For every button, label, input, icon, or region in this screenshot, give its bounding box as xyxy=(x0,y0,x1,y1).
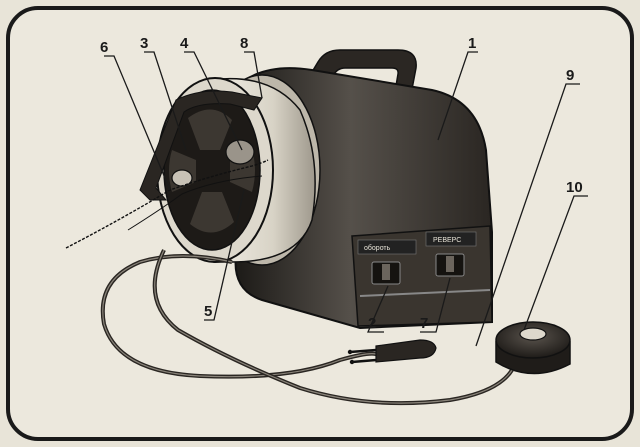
axle xyxy=(225,139,255,165)
switch-plate-right xyxy=(425,231,477,247)
panel-rail xyxy=(359,289,491,297)
callout-8: 8 xyxy=(240,35,248,52)
leader-3 xyxy=(144,51,187,151)
callout-9: 9 xyxy=(566,67,574,84)
callout-3: 3 xyxy=(140,35,148,52)
plug-pin-tip-1 xyxy=(347,349,353,355)
speed-switch-lever xyxy=(382,264,390,280)
wire-strand xyxy=(65,159,269,249)
leader-8 xyxy=(244,51,263,99)
pedal-cord-highlight xyxy=(154,249,513,404)
callout-5: 5 xyxy=(204,303,212,320)
power-plug xyxy=(375,339,437,363)
switch-label-right: РЕВЕРС xyxy=(433,237,461,244)
spool-window-bottom xyxy=(190,192,234,233)
callout-7: 7 xyxy=(420,315,428,332)
spool-window-top xyxy=(188,109,232,150)
leader-1 xyxy=(437,51,478,141)
power-cord-highlight xyxy=(102,255,377,378)
leader-7 xyxy=(420,277,451,333)
switch-label-left: обороть xyxy=(364,244,391,252)
leader-4 xyxy=(184,51,243,151)
plug-pin-tip-2 xyxy=(349,359,355,365)
foot-pedal-button xyxy=(519,327,547,341)
switch-plate-left xyxy=(357,239,417,255)
leader-lines xyxy=(104,51,588,347)
callout-1: 1 xyxy=(468,35,476,52)
callout-4: 4 xyxy=(180,35,189,52)
leader-5 xyxy=(204,189,245,321)
plug-pin-2 xyxy=(351,358,377,364)
wire-strand-2 xyxy=(127,175,263,231)
callout-10: 10 xyxy=(566,179,583,196)
leader-6 xyxy=(104,55,171,191)
callout-6: 6 xyxy=(100,39,108,56)
guide-frame xyxy=(139,90,263,201)
leader-10 xyxy=(523,195,588,331)
callout-2: 2 xyxy=(368,315,376,332)
reverse-switch-lever xyxy=(446,256,454,272)
axle-cap xyxy=(171,169,193,187)
leader-2 xyxy=(367,285,389,333)
plug-pin-1 xyxy=(349,348,377,354)
leader-9 xyxy=(475,83,580,347)
